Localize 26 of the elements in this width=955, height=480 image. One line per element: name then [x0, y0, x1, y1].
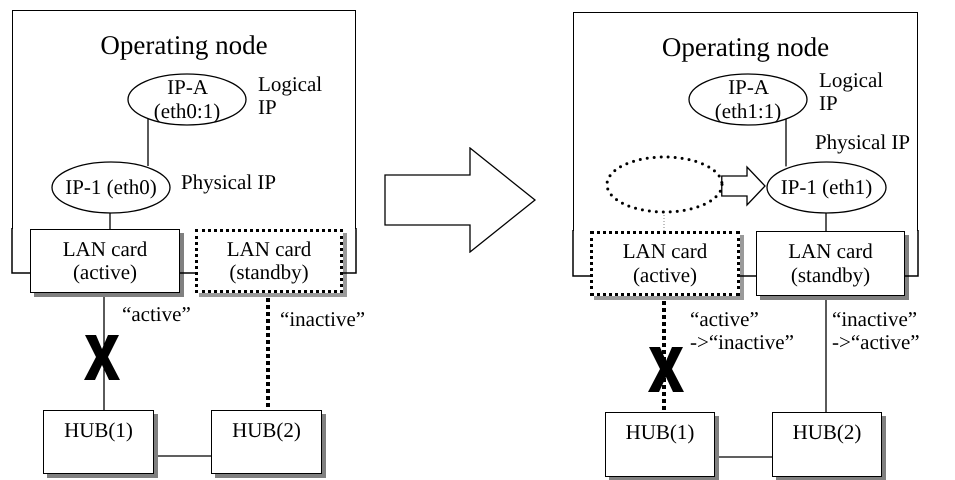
- connector-line: [109, 213, 111, 229]
- node-label: LAN card (standby): [226, 238, 312, 284]
- block-arrow: [721, 165, 766, 207]
- node-heading: Operating node: [662, 33, 830, 63]
- node-label: LAN card (active): [62, 238, 148, 284]
- node-label: HUB(2): [792, 421, 862, 444]
- node-label: HUB(2): [232, 419, 301, 442]
- node-frame: [12, 10, 356, 229]
- node-label: HUB(1): [626, 421, 694, 444]
- node-label: LAN card (standby): [787, 240, 874, 287]
- side-label: Physical IP: [181, 171, 278, 194]
- node-label: HUB(1): [64, 419, 133, 442]
- node-frame: [573, 12, 918, 231]
- connector-line: [147, 119, 149, 166]
- connector-line: [825, 213, 827, 231]
- node-label: IP-A (eth1:1): [714, 76, 782, 123]
- connector-line: [785, 118, 787, 166]
- side-label: Logical IP: [819, 69, 884, 116]
- node-label: IP-1 (eth1): [780, 176, 872, 200]
- side-label: Logical IP: [258, 73, 324, 120]
- node-label: LAN card (active): [622, 240, 708, 287]
- dotted-ellipse: [606, 156, 723, 213]
- node-heading: Operating node: [100, 31, 268, 61]
- node-label: IP-1 (eth0): [65, 176, 157, 200]
- side-label: Physical IP: [815, 131, 912, 154]
- node-label: IP-A (eth0:1): [152, 76, 222, 123]
